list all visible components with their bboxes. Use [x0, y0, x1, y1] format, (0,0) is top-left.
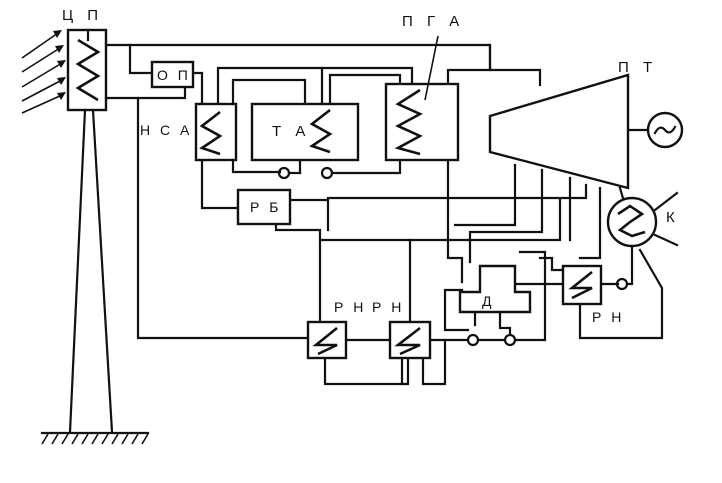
- central-receiver: [66, 28, 108, 112]
- condenser: [606, 196, 658, 248]
- ta-unit: [250, 102, 360, 162]
- nsa-unit: [194, 102, 238, 162]
- tower: [40, 108, 150, 445]
- rn-unit-1: [306, 320, 348, 360]
- label-rn-3: Р Н: [592, 309, 624, 325]
- label-ta: Т А: [272, 123, 310, 140]
- label-rn-2: Р Н: [372, 299, 404, 315]
- rn-unit-2: [388, 320, 432, 360]
- label-nsa: Н С А: [140, 122, 192, 138]
- op-unit: [150, 60, 195, 89]
- deaerator: [458, 264, 532, 314]
- label-pt: П Т: [618, 59, 657, 76]
- label-d: Д: [482, 293, 494, 309]
- turbine: [488, 73, 630, 190]
- label-rb: Р Б: [250, 199, 281, 215]
- rb-unit: [236, 188, 292, 226]
- label-cp: Ц П: [62, 7, 103, 24]
- label-op: О П: [157, 67, 191, 83]
- label-pga: П Г А: [402, 13, 464, 30]
- generator: [646, 111, 684, 149]
- label-k: К: [666, 209, 680, 226]
- pga-unit: [384, 35, 460, 162]
- piping: [104, 43, 679, 386]
- sun-rays: [21, 30, 66, 114]
- label-rn-1: Р Н: [334, 299, 366, 315]
- rn-unit-3: [561, 264, 603, 306]
